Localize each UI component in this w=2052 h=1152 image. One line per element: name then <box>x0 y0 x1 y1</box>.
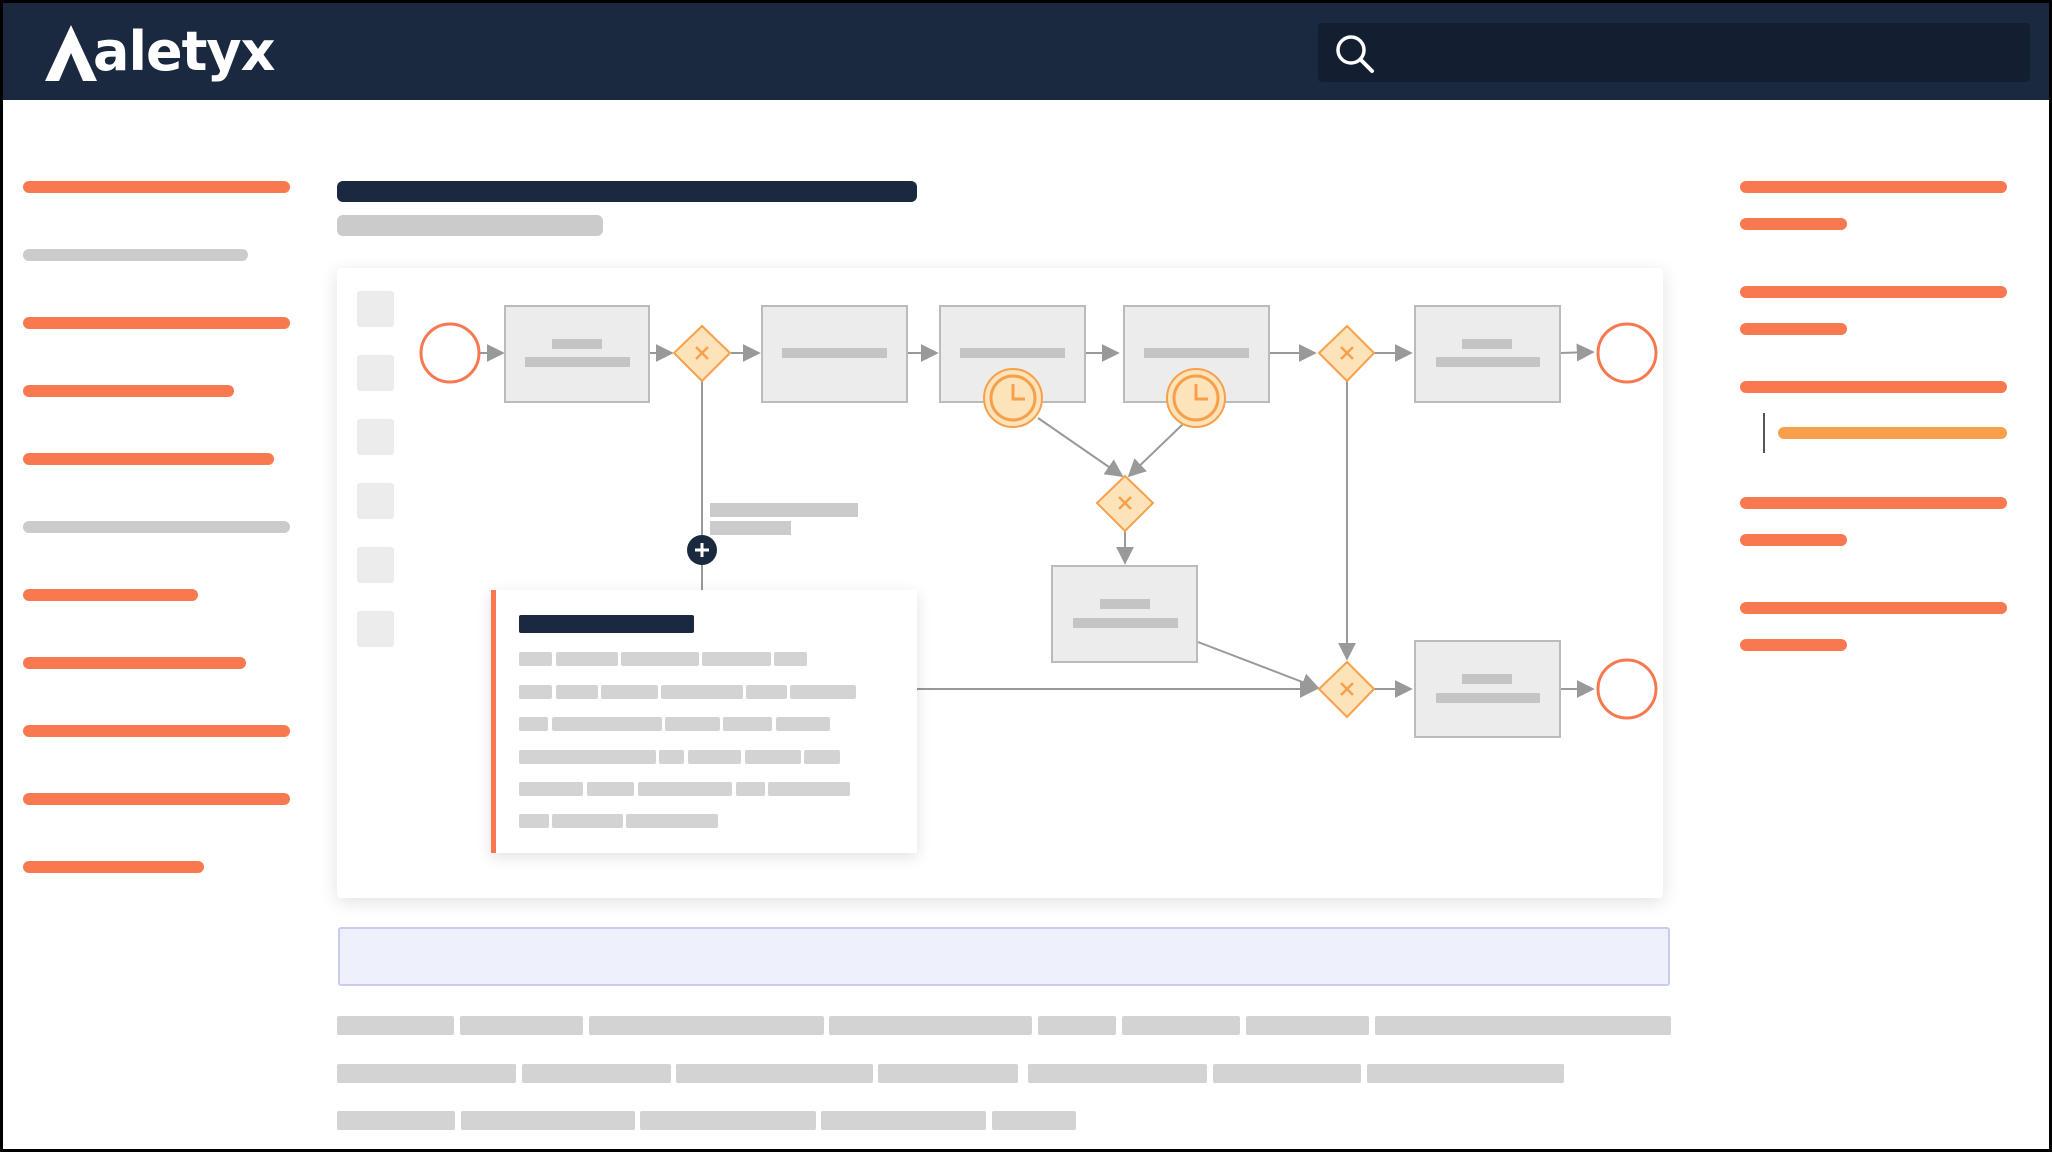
nav-item[interactable] <box>23 249 248 261</box>
palette-tool[interactable] <box>357 291 394 327</box>
nav-item[interactable] <box>23 589 198 601</box>
toc-item[interactable] <box>1740 497 2007 509</box>
toc-item-active[interactable] <box>1778 427 2007 439</box>
search-input[interactable] <box>1390 23 2014 84</box>
palette-tool[interactable] <box>357 483 394 519</box>
nav-item[interactable] <box>23 657 246 669</box>
toc-item[interactable] <box>1740 639 1847 651</box>
toc-item[interactable] <box>1740 602 2007 614</box>
toc-item[interactable] <box>1740 218 1847 230</box>
nav-item[interactable] <box>23 725 290 737</box>
nav-item[interactable] <box>23 793 290 805</box>
palette-tool[interactable] <box>357 611 394 647</box>
toc-item[interactable] <box>1740 181 2007 193</box>
logo-mark-icon <box>45 25 97 81</box>
nav-item[interactable] <box>23 521 290 533</box>
palette-tool[interactable] <box>357 547 394 583</box>
toc-active-marker <box>1763 413 1765 453</box>
nav-item[interactable] <box>23 385 234 397</box>
info-callout <box>338 927 1670 986</box>
element-detail-popup <box>491 590 917 853</box>
search-box[interactable] <box>1318 23 2030 84</box>
nav-item[interactable] <box>23 181 290 193</box>
popup-title <box>519 615 694 633</box>
nav-item[interactable] <box>23 317 290 329</box>
search-icon[interactable] <box>1334 33 1376 75</box>
toc-item[interactable] <box>1740 323 1847 335</box>
page-subtitle <box>337 215 603 236</box>
top-header: aletyx <box>3 3 2049 100</box>
nav-item[interactable] <box>23 861 204 873</box>
toc-item[interactable] <box>1740 286 2007 298</box>
logo-text: aletyx <box>93 20 275 83</box>
nav-item[interactable] <box>23 453 274 465</box>
toc-item[interactable] <box>1740 381 2007 393</box>
page-title <box>337 181 917 202</box>
palette-tool[interactable] <box>357 419 394 455</box>
palette-tool[interactable] <box>357 355 394 391</box>
toc-item[interactable] <box>1740 534 1847 546</box>
